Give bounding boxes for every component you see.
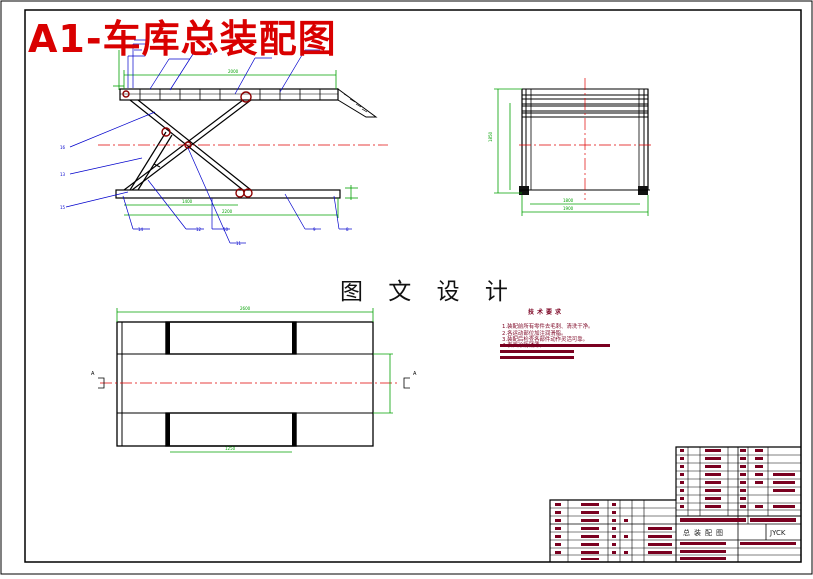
tech-notes-bars <box>500 344 610 359</box>
leader-label-15: 15 <box>60 205 66 210</box>
svg-text:1250: 1250 <box>225 446 236 451</box>
leader-label-8: 8 <box>346 227 349 232</box>
svg-text:2000: 2000 <box>228 69 239 74</box>
end-view: 1800 1900 1850 <box>488 78 652 216</box>
leader-label-16: 16 <box>60 145 66 150</box>
section-mark-left: A <box>91 371 95 377</box>
leader-label-13: 13 <box>60 172 66 177</box>
inner-frame <box>24 9 802 563</box>
svg-text:2200: 2200 <box>222 209 233 214</box>
svg-text:2600: 2600 <box>240 306 251 311</box>
tech-requirement-line: 4.表面涂防锈漆。 <box>502 343 545 349</box>
dimensions <box>113 50 358 218</box>
leader-label-10: 10 <box>223 227 229 232</box>
leader-label-9: 9 <box>313 227 316 232</box>
leader-label-11: 11 <box>236 241 242 246</box>
watermark-text: 图 文 设 计 <box>340 279 517 305</box>
title-block <box>549 446 801 562</box>
section-mark-right: A <box>413 371 417 377</box>
title-block-labels <box>555 449 796 560</box>
svg-text:1400: 1400 <box>182 199 193 204</box>
svg-text:1850: 1850 <box>488 131 493 142</box>
leader-label-12: 12 <box>196 227 202 232</box>
svg-text:1800: 1800 <box>563 198 574 203</box>
ramp <box>337 88 378 118</box>
tech-requirement-line: 3.装配后检查各部件动作灵活可靠。 <box>502 337 589 343</box>
tech-requirements-title: 技术要求 <box>528 309 565 316</box>
base-frame <box>115 189 341 199</box>
leader-label-14: 14 <box>138 227 144 232</box>
side-view: 2000 1400 2200 <box>60 39 388 246</box>
tech-requirement-line: 1.装配前所有零件去毛刺、清洗干净。 <box>502 324 594 330</box>
title-block-drawing-name: 总装配图 <box>683 529 727 537</box>
drawing-title: A1-车库总装配图 <box>28 17 337 61</box>
top-platform <box>119 88 339 101</box>
top-view: A A 2600 1250 <box>91 306 417 453</box>
svg-text:1900: 1900 <box>563 206 574 211</box>
tech-requirement-line: 2.各运动部位加注润滑脂。 <box>502 331 567 337</box>
title-block-code: JYCK <box>770 529 786 537</box>
leader-lines <box>65 43 352 244</box>
